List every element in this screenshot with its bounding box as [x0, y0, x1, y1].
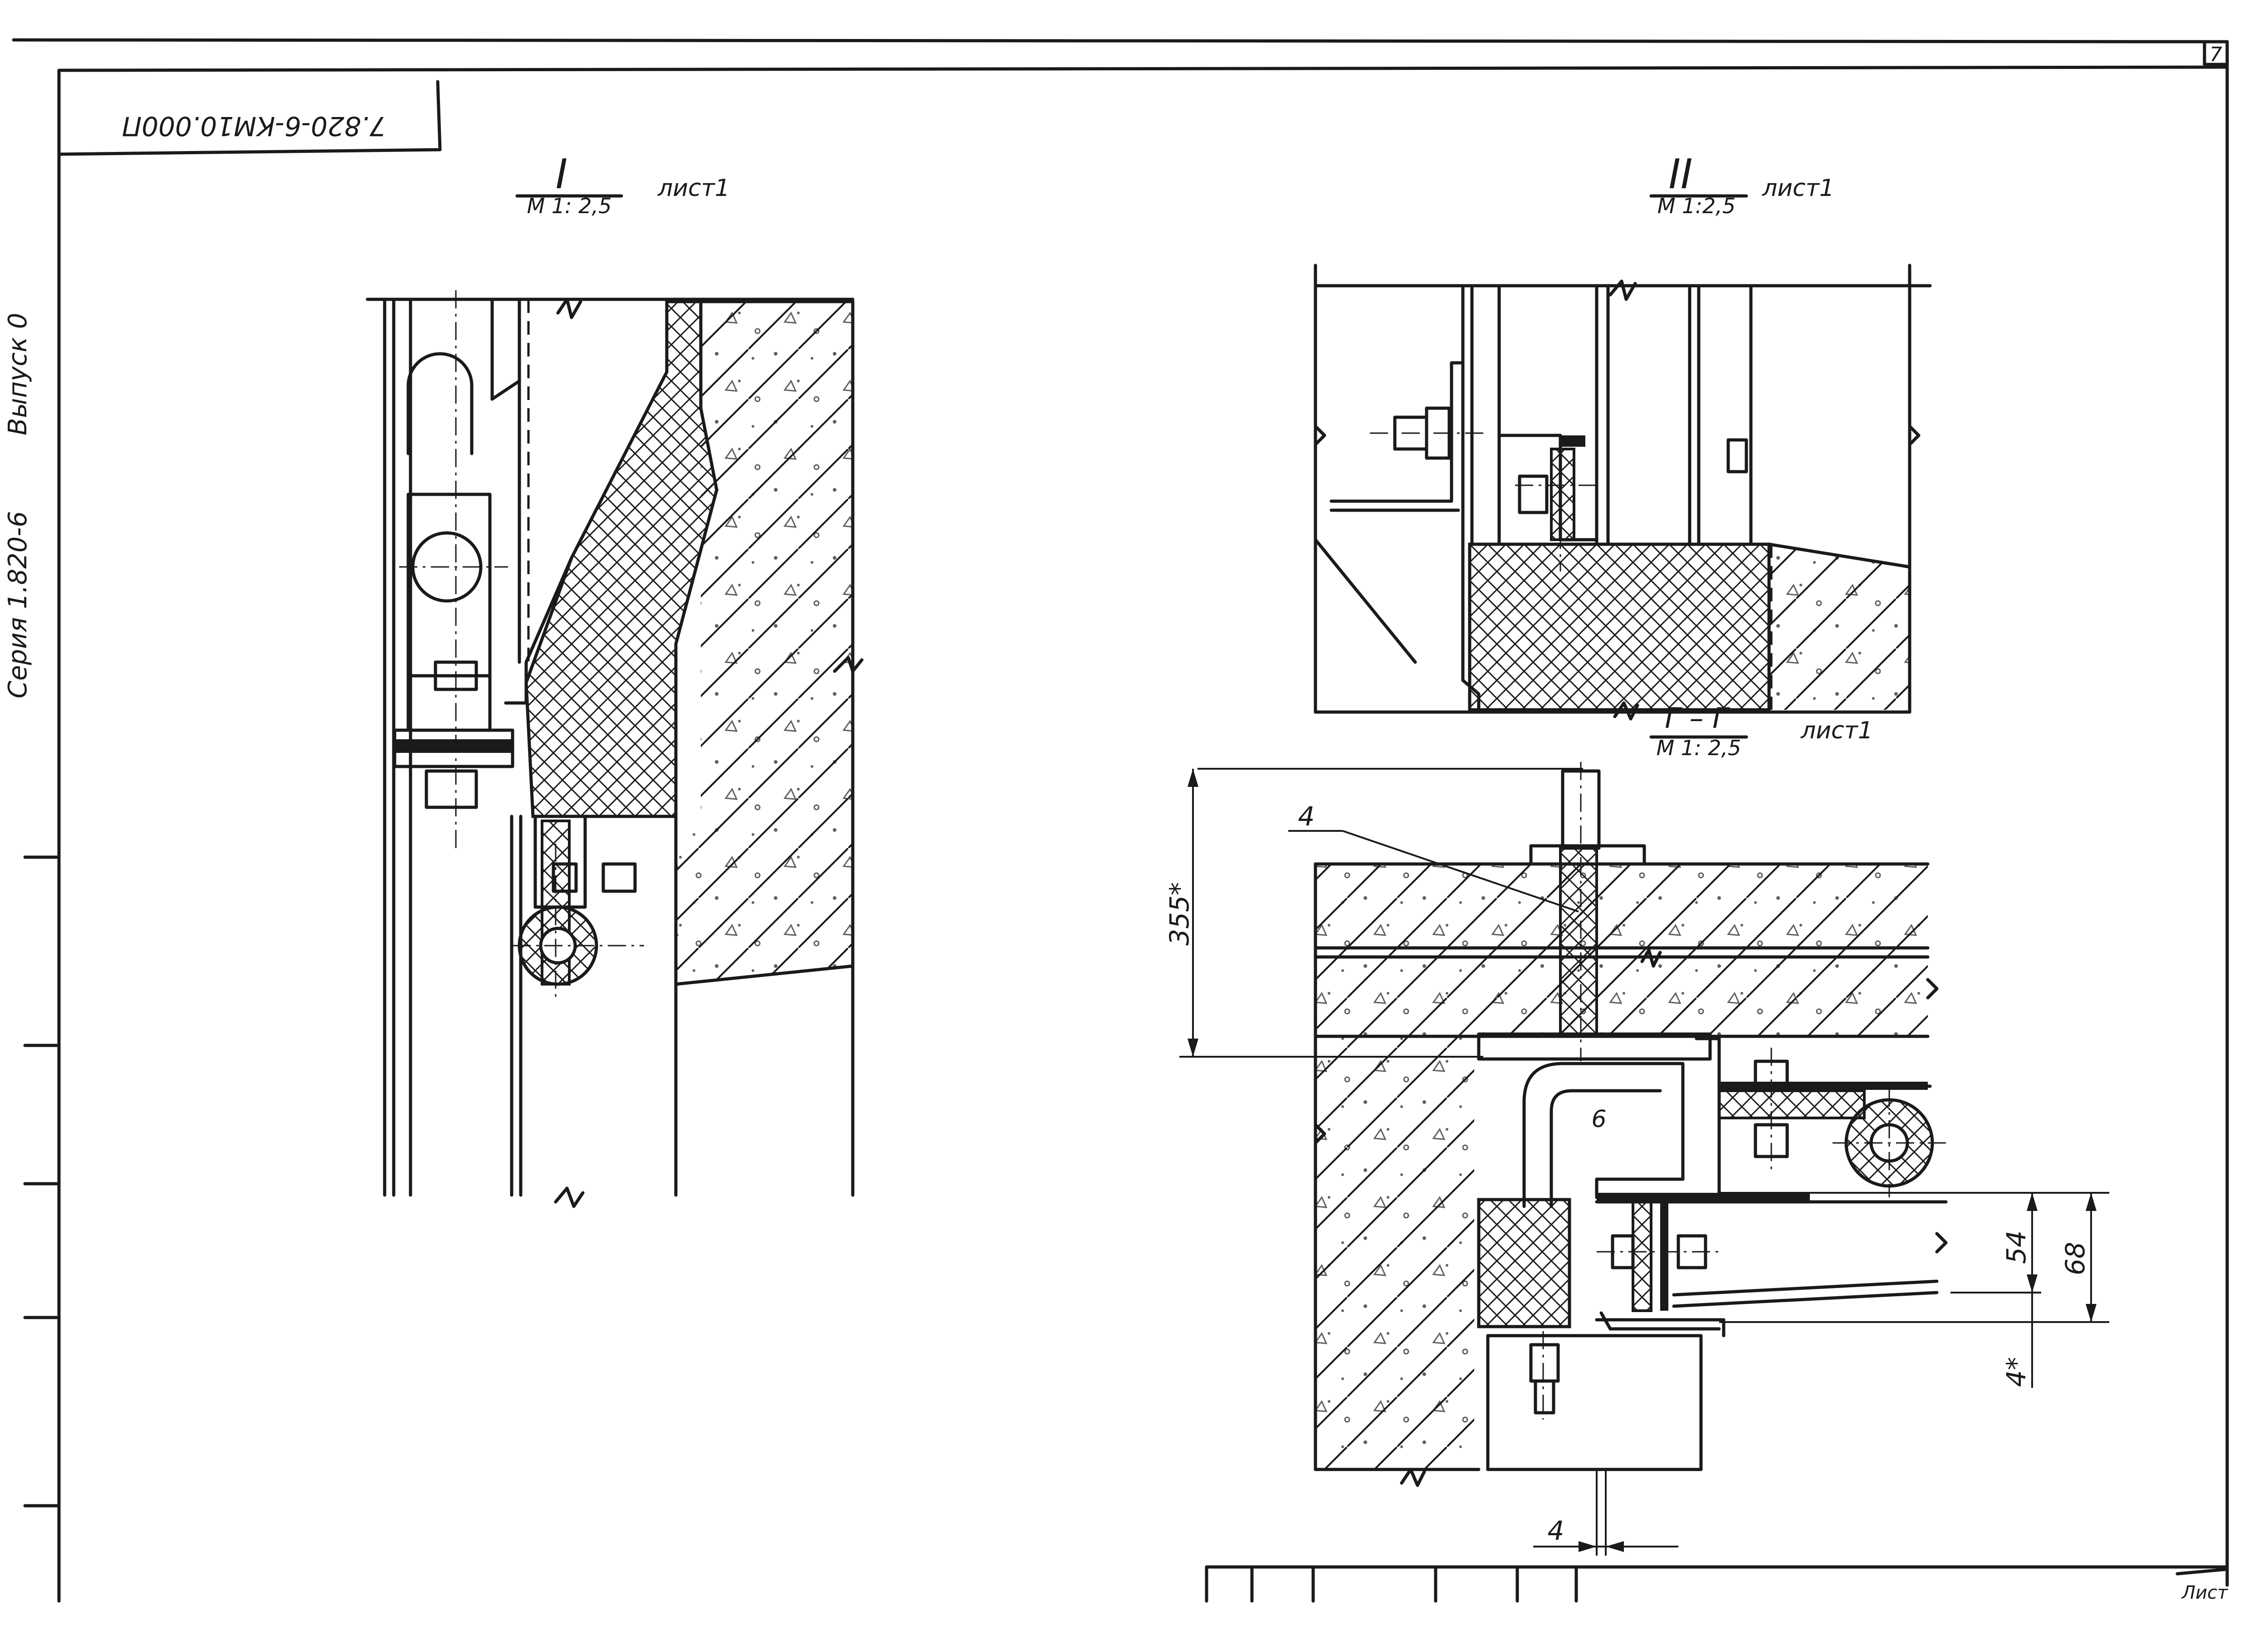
dim-54-text: 54 [2001, 1230, 2032, 1264]
view-I-ref: лист1 [657, 175, 730, 202]
view-title-I: I М 1: 2,5 лист1 [515, 151, 730, 218]
view-I-scale: М 1: 2,5 [527, 194, 612, 218]
sheet-frame [12, 38, 2229, 1603]
page-number-text: 7 [2209, 43, 2222, 66]
dim-68: 68 [2060, 1242, 2091, 1275]
dim-4-horizontal-text: 4 [1548, 1515, 1564, 1546]
title-block-fragment: Лист [2181, 1582, 2229, 1603]
view-II-scale: М 1:2,5 [1657, 194, 1735, 218]
callout-4-text: 4 [1298, 801, 1315, 832]
dim-4-vertical: 4* [2001, 1357, 2032, 1387]
callout-6-text: 6 [1591, 1106, 1606, 1133]
series-text: Серия 1.820-6 [3, 511, 33, 698]
dim-355-text: 355* [1164, 882, 1195, 946]
view-title-II: II М 1:2,5 лист1 [1649, 151, 1834, 218]
section-GG-drawing [1179, 762, 2109, 1556]
issue-text: Выпуск 0 [3, 313, 33, 435]
page-number: 7 [2209, 43, 2222, 66]
dim-4-vertical-text: 4* [2001, 1357, 2032, 1387]
series-stamp: Серия 1.820-6 [3, 511, 33, 698]
view-GG-ref: лист1 [1800, 717, 1873, 744]
issue-stamp: Выпуск 0 [3, 313, 33, 435]
dim-54: 54 [2001, 1230, 2032, 1264]
view-I-mark: I [556, 151, 568, 198]
doc-code-text: 7.820-6-КМ10.000П [122, 111, 386, 142]
doc-code-stamp: 7.820-6-КМ10.000П [122, 111, 386, 142]
dim-355: 355* [1164, 882, 1195, 946]
dim-68-text: 68 [2060, 1242, 2091, 1275]
view-II-drawing [1314, 264, 1932, 721]
view-II-ref: лист1 [1762, 175, 1834, 202]
view-GG-scale: М 1: 2,5 [1657, 736, 1741, 760]
view-II-mark: II [1668, 151, 1692, 198]
view-I-drawing [366, 290, 864, 1208]
